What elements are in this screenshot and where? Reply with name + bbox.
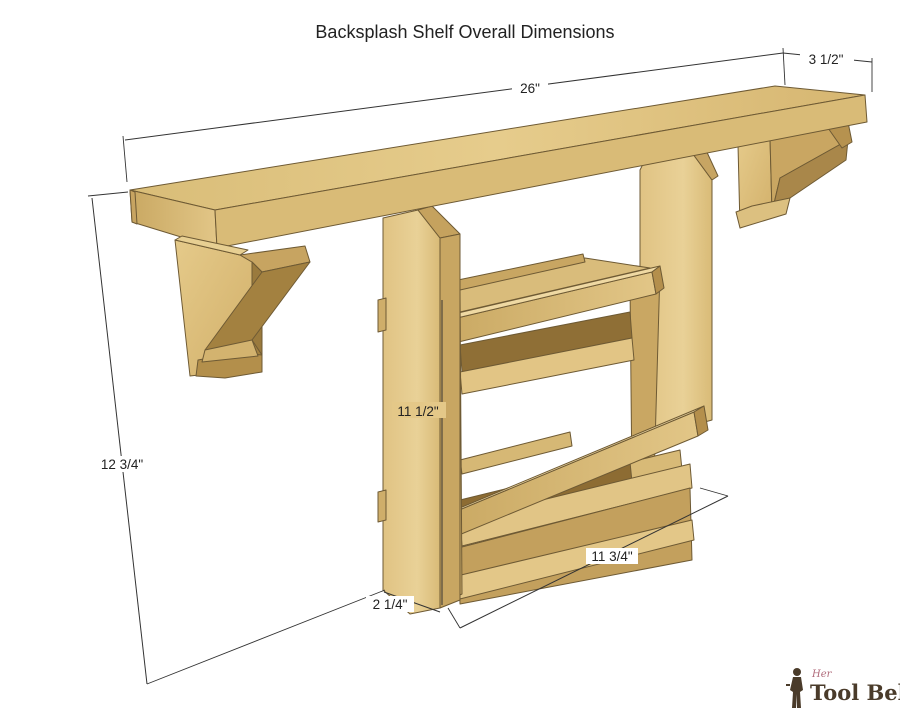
rack-height-label: 11 1/2" xyxy=(397,404,439,419)
shelf-board xyxy=(129,85,868,249)
rack-length-label: 11 3/4" xyxy=(591,549,633,564)
right-bracket xyxy=(735,121,853,229)
height-label: 12 3/4" xyxy=(101,457,144,472)
left-bracket xyxy=(174,235,311,379)
rack-depth-label: 2 1/4" xyxy=(373,597,408,612)
lower-rack xyxy=(439,405,709,605)
logo-name-text: Tool Belt xyxy=(810,680,900,705)
shelf-assembly xyxy=(129,85,868,615)
upper-rack xyxy=(439,253,665,395)
length-label: 26" xyxy=(520,81,540,96)
logo-script-text: Her xyxy=(811,669,833,680)
her-tool-belt-logo: Her Tool Belt xyxy=(786,668,900,708)
diagram-title: Backsplash Shelf Overall Dimensions xyxy=(315,22,614,42)
woman-silhouette-icon xyxy=(786,668,803,708)
dimension-labels: 26" 3 1/2" 12 3/4" 11 1/2" 11 3/4" 2 1/4… xyxy=(92,51,854,612)
depth-label: 3 1/2" xyxy=(809,52,844,67)
